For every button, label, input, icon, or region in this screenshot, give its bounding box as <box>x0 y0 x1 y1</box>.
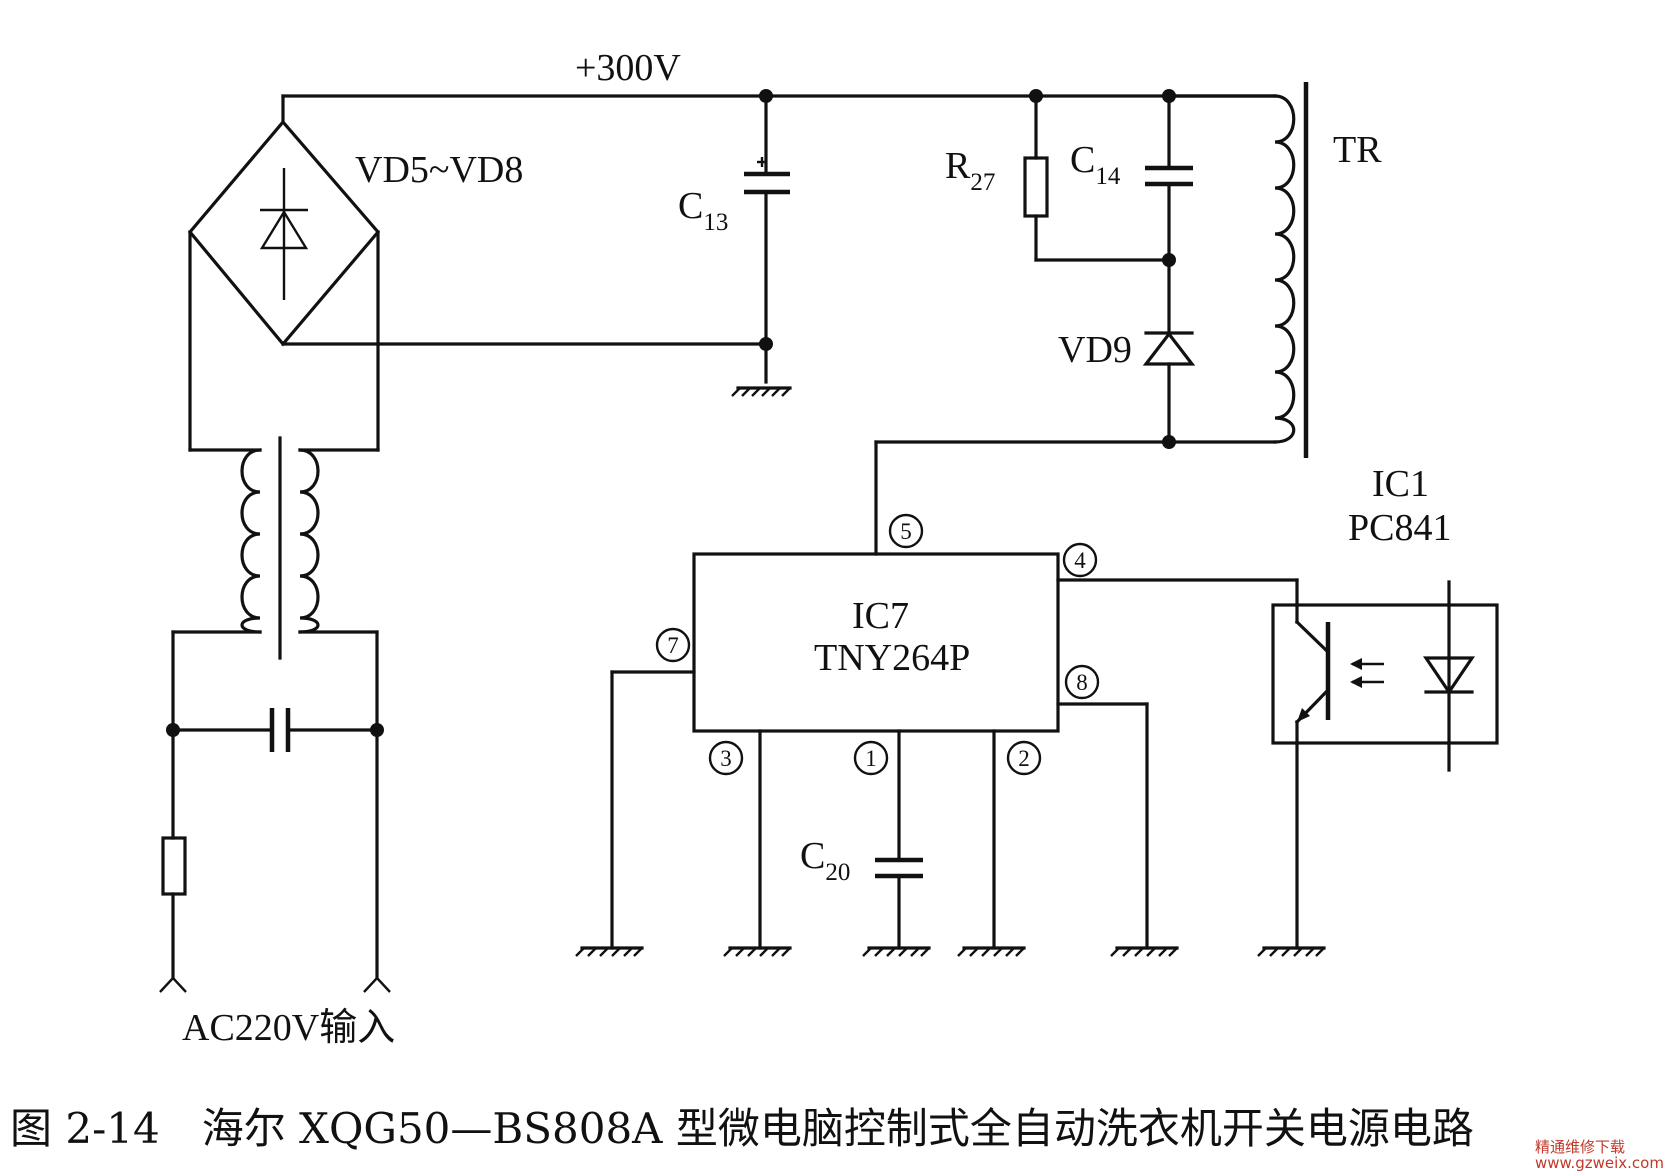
drain-wire <box>874 440 1171 556</box>
ground-symbols-ic7 <box>575 946 1326 957</box>
capacitor-c20 <box>875 729 923 950</box>
x-capacitor <box>171 708 379 752</box>
svg-text:8: 8 <box>1076 670 1088 695</box>
ac-input-label: AC220V输入 <box>182 1007 395 1049</box>
svg-text:7: 7 <box>667 633 679 658</box>
ic7-part: TNY264P <box>814 637 970 679</box>
pin-4-badge: 4 <box>1062 542 1098 578</box>
ground-symbol-c13 <box>731 386 792 397</box>
resistor-r27 <box>1023 94 1171 262</box>
common-mode-choke <box>171 436 379 660</box>
watermark-site-cn: 精通维修下载 <box>1535 1138 1625 1156</box>
watermark-url: www.gzweix.com <box>1535 1154 1664 1171</box>
diode-vd9 <box>1142 258 1196 449</box>
pin-2-badge: 2 <box>1006 740 1042 776</box>
capacitor-c13 <box>744 94 790 346</box>
vd9-label: VD9 <box>1058 329 1132 371</box>
svg-text:4: 4 <box>1074 548 1086 573</box>
capacitor-c14 <box>1145 94 1193 267</box>
transformer-tr <box>1167 82 1309 458</box>
pin-5-badge: 5 <box>888 513 924 549</box>
svg-text:1: 1 <box>865 746 877 771</box>
rail-300v-wire <box>281 89 1277 124</box>
c13-label: C13 <box>678 185 728 236</box>
ic7-chip <box>692 552 1060 733</box>
bridge-rectifier <box>187 119 381 347</box>
ic1-optocoupler <box>1056 578 1499 950</box>
tr-label: TR <box>1333 129 1382 171</box>
ic1-name: IC1 <box>1372 463 1429 505</box>
c14-label: C14 <box>1070 139 1121 190</box>
input-lines <box>166 630 384 980</box>
pin-7-badge: 7 <box>655 627 691 663</box>
bridge-label: VD5~VD8 <box>355 149 523 191</box>
c20-label: C20 <box>800 835 850 886</box>
svg-text:5: 5 <box>900 519 912 544</box>
pin-8-badge: 8 <box>1064 664 1100 700</box>
bridge-ac-wires <box>188 230 380 452</box>
fuse <box>161 836 187 980</box>
rail-voltage-label: +300V <box>575 47 681 89</box>
figure-caption: 图 2-14 海尔 XQG50—BS808A 型微电脑控制式全自动洗衣机开关电源… <box>10 1104 1474 1153</box>
svg-text:3: 3 <box>720 746 732 771</box>
pin-3-badge: 3 <box>708 740 744 776</box>
r27-label: R27 <box>945 145 995 196</box>
pin-1-badge: 1 <box>853 740 889 776</box>
svg-text:2: 2 <box>1018 746 1030 771</box>
pin8-wire <box>1056 702 1149 950</box>
ground-return-wire <box>281 337 773 384</box>
ic7-name: IC7 <box>852 595 909 637</box>
ac-terminals <box>159 976 391 993</box>
ic1-part: PC841 <box>1348 507 1451 549</box>
pin7-wire <box>610 670 696 950</box>
